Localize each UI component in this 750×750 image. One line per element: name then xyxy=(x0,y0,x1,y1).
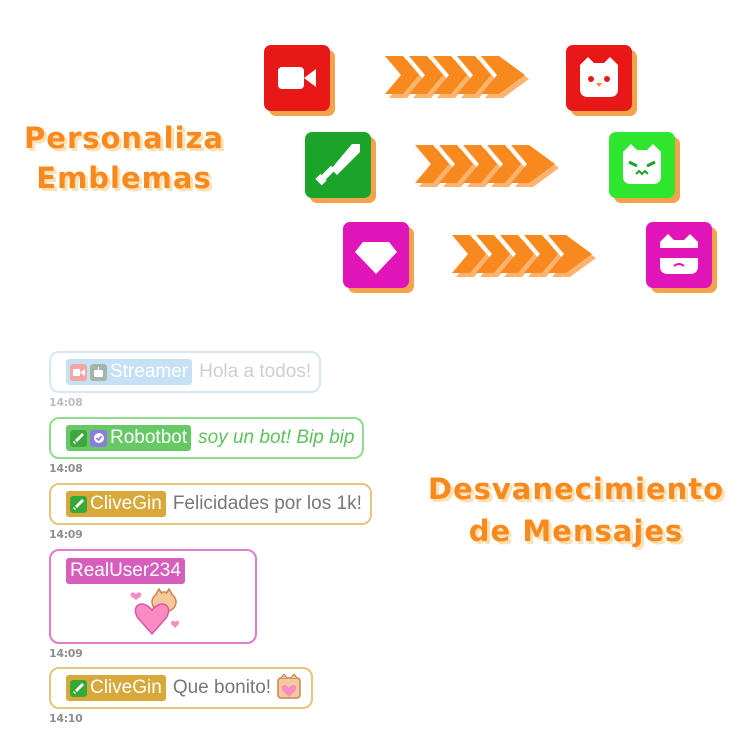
message-text: soy un bot! Bip bip xyxy=(198,427,355,448)
sword-icon xyxy=(70,495,87,513)
chat-message: CliveGin Felicidades por los 1k! xyxy=(49,483,372,525)
username-badge[interactable]: CliveGin xyxy=(66,491,166,517)
sword-icon xyxy=(70,429,87,447)
chat-message: CliveGin Que bonito! xyxy=(49,667,314,709)
chevron-arrows-icon xyxy=(452,235,596,277)
sword-icon xyxy=(305,132,371,198)
chat-message: Robotbot soy un bot! Bip bip xyxy=(49,417,365,459)
heading-personaliza-emblemas: Personaliza Emblemas xyxy=(10,118,238,198)
message-text: Que bonito! xyxy=(172,677,272,698)
timestamp: 14:09 xyxy=(49,647,83,660)
cat-emote xyxy=(277,674,301,699)
username: Streamer xyxy=(110,361,189,382)
username: CliveGin xyxy=(90,493,162,514)
username: Robotbot xyxy=(110,427,188,448)
heading-line-1: Desvanecimiento xyxy=(427,472,725,506)
username: RealUser234 xyxy=(70,560,181,581)
timestamp: 14:08 xyxy=(49,462,83,475)
username-badge[interactable]: Streamer xyxy=(66,359,193,385)
heading-line-1: Personaliza xyxy=(24,121,224,155)
diamond-icon xyxy=(343,222,409,288)
video-camera-icon xyxy=(70,363,87,381)
angry-cat-face-icon xyxy=(609,132,675,198)
timestamp: 14:09 xyxy=(49,528,83,541)
cat-face-icon xyxy=(566,45,632,111)
chevron-arrows-icon xyxy=(385,56,529,98)
sword-icon xyxy=(70,679,87,697)
timestamp: 14:10 xyxy=(49,712,83,725)
heading-line-2: de Mensajes xyxy=(468,514,684,548)
username-badge[interactable]: RealUser234 xyxy=(66,558,185,584)
username-badge[interactable]: CliveGin xyxy=(66,675,166,701)
timestamp: 14:08 xyxy=(49,396,83,409)
heading-line-2: Emblemas xyxy=(36,161,212,195)
message-text: Hola a todos! xyxy=(199,361,312,382)
heading-desvanecimiento: Desvanecimiento de Mensajes xyxy=(408,468,744,552)
verified-icon xyxy=(90,429,107,447)
cool-cat-face-icon xyxy=(646,222,712,288)
message-text: Felicidades por los 1k! xyxy=(172,493,362,514)
heart-hug-cat-emote xyxy=(130,588,180,636)
username: CliveGin xyxy=(90,677,162,698)
chevron-arrows-icon xyxy=(415,145,559,187)
video-camera-icon xyxy=(264,45,330,111)
robot-icon xyxy=(90,363,107,381)
chat-message: Streamer Hola a todos! xyxy=(49,351,322,393)
chat-message: RealUser234 xyxy=(49,549,257,644)
username-badge[interactable]: Robotbot xyxy=(66,425,192,451)
